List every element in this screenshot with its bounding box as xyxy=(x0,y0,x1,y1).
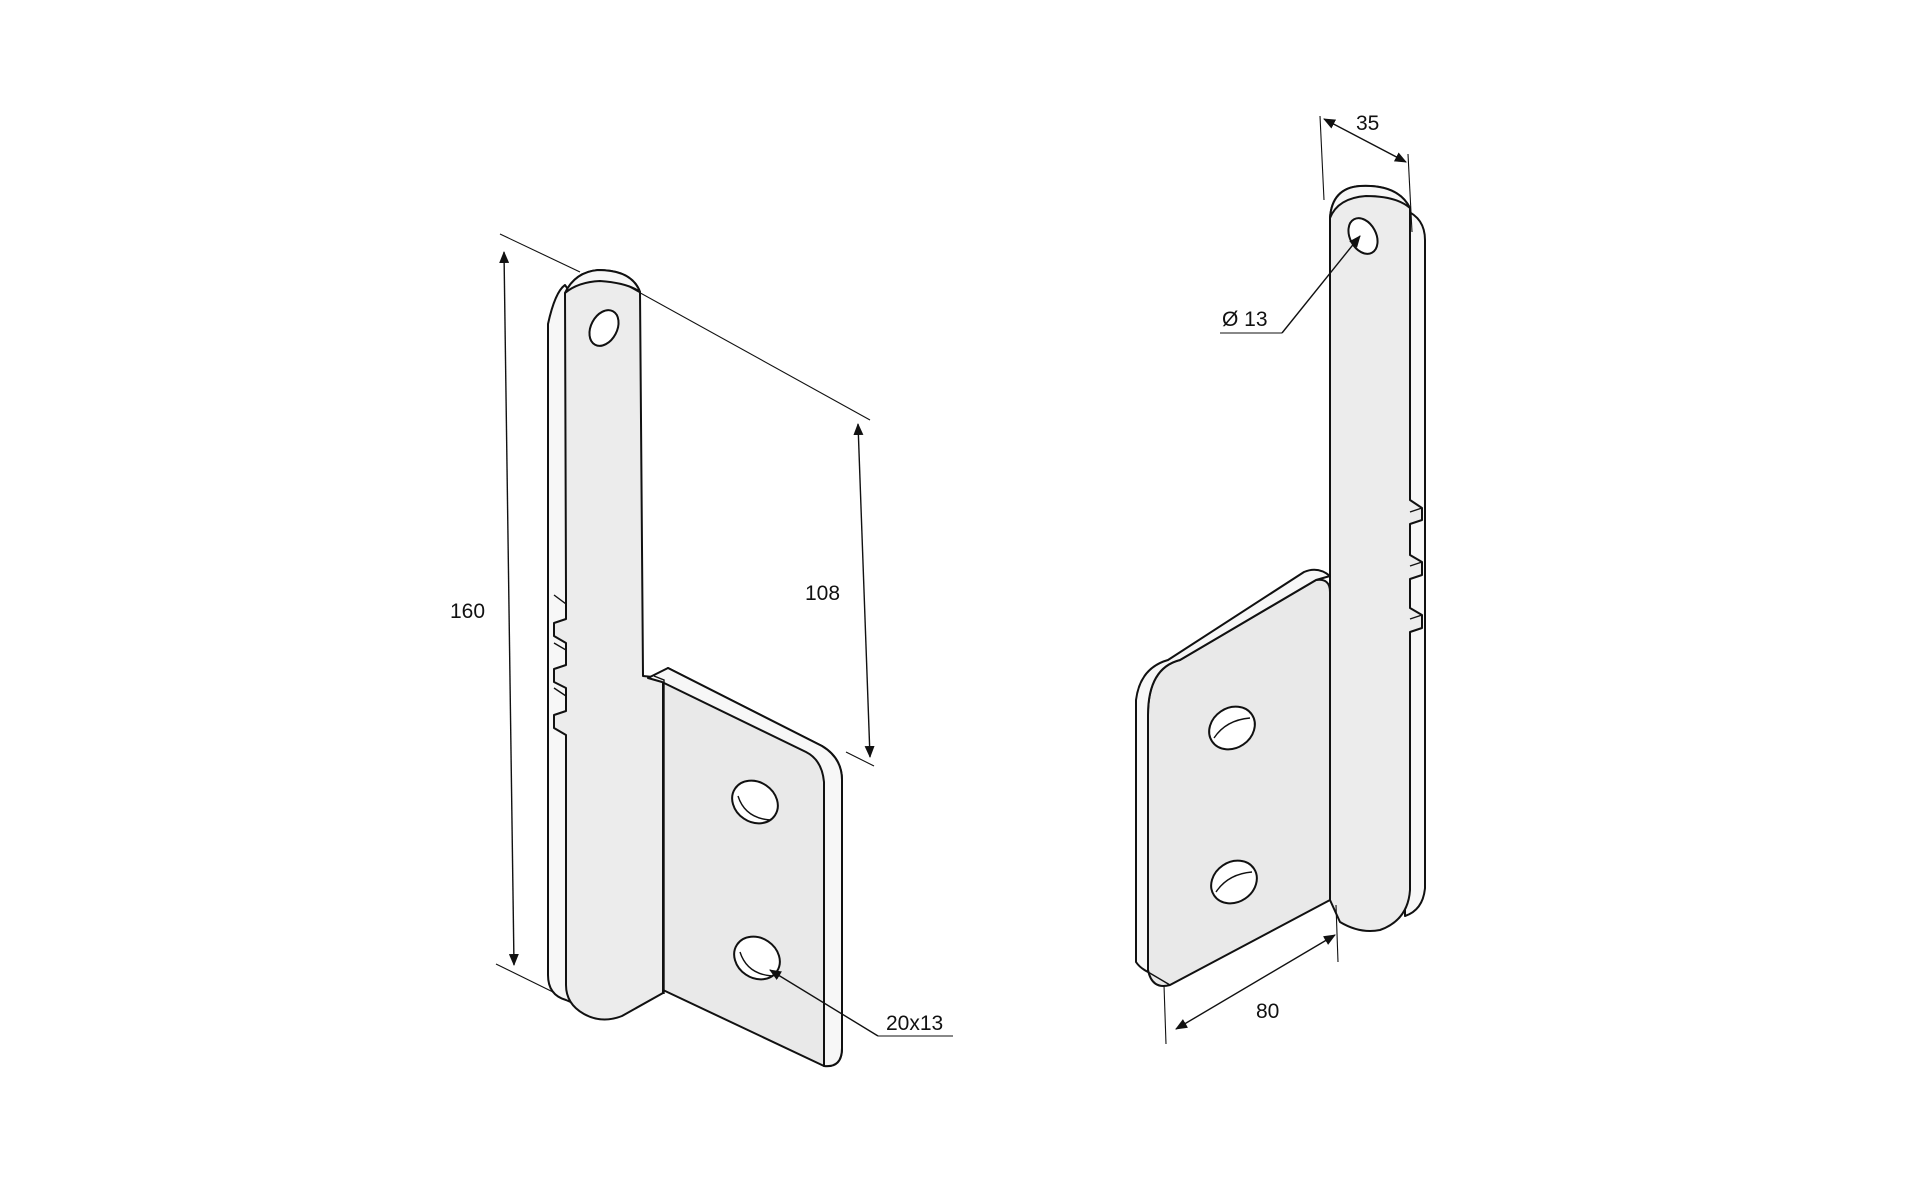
right-base-edge xyxy=(1135,568,1331,973)
dimension-20x13-label: 20x13 xyxy=(886,1012,943,1035)
right-notch-2 xyxy=(1409,561,1423,567)
right-slot-lower xyxy=(1210,859,1258,905)
dimension-80-line xyxy=(1175,934,1336,1030)
left-notch-1 xyxy=(553,594,567,619)
dimension-20x13-leader xyxy=(769,969,879,1037)
dimension-108-label: 108 xyxy=(805,582,840,605)
left-base-edge xyxy=(647,667,843,1068)
dimension-160-label: 160 xyxy=(450,600,485,623)
dimension-80-label: 80 xyxy=(1256,1000,1279,1023)
right-notch-3 xyxy=(1409,614,1423,620)
dimension-20x13: 20x13 xyxy=(769,969,953,1037)
dimension-160-line xyxy=(499,251,519,966)
left-notch-3 xyxy=(553,687,567,711)
dimension-diameter-label: Ø 13 xyxy=(1222,308,1268,331)
dimension-108: 108 xyxy=(625,284,875,767)
left-arm-face xyxy=(553,269,664,1021)
right-base-bottom-line xyxy=(1147,971,1171,986)
right-slot-upper xyxy=(1208,705,1256,751)
dimension-160: 160 xyxy=(450,233,581,993)
dimension-80: 80 xyxy=(1163,904,1339,1045)
dimension-108-line xyxy=(853,423,875,758)
dimension-35-label: 35 xyxy=(1356,112,1379,135)
left-base-inner-line xyxy=(653,675,665,994)
right-base-plate xyxy=(1147,578,1331,987)
right-arm-top-edge xyxy=(1329,184,1411,219)
left-arm-top-edge xyxy=(564,269,641,294)
dimension-35-line xyxy=(1323,118,1407,163)
dimension-diameter-leader xyxy=(1281,235,1361,334)
left-slot-lower xyxy=(733,935,781,981)
left-bracket xyxy=(547,269,843,1068)
left-notch-2 xyxy=(553,642,567,665)
dimension-35: 35 xyxy=(1319,112,1413,233)
left-base-plate xyxy=(662,667,843,1068)
left-slot-upper xyxy=(731,779,779,825)
left-top-hole xyxy=(588,309,620,347)
right-bracket xyxy=(1135,184,1426,987)
dimension-diameter: Ø 13 xyxy=(1220,235,1361,334)
right-arm-face xyxy=(1329,184,1423,932)
right-notch-1 xyxy=(1409,507,1423,513)
